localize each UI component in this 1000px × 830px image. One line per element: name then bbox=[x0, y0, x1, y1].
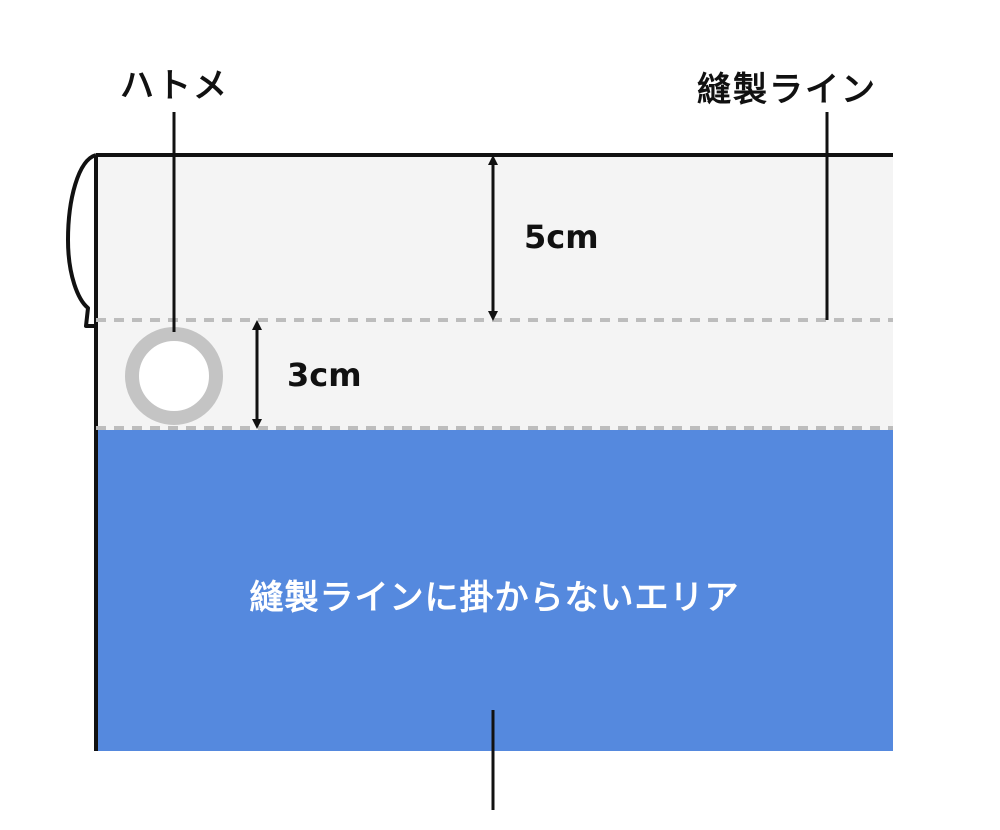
safe-area bbox=[96, 430, 893, 751]
top-margin-measurement: 5cm bbox=[524, 218, 599, 256]
grommet-label: ハトメ bbox=[120, 66, 230, 106]
grommet-band-measurement: 3cm bbox=[287, 356, 362, 394]
seam-line-label: 縫製ライン bbox=[697, 70, 877, 110]
hem-fold-curve bbox=[66, 153, 97, 328]
grommet-ring bbox=[125, 327, 223, 425]
safe-area-label: 縫製ラインに掛からないエリア bbox=[249, 578, 740, 618]
